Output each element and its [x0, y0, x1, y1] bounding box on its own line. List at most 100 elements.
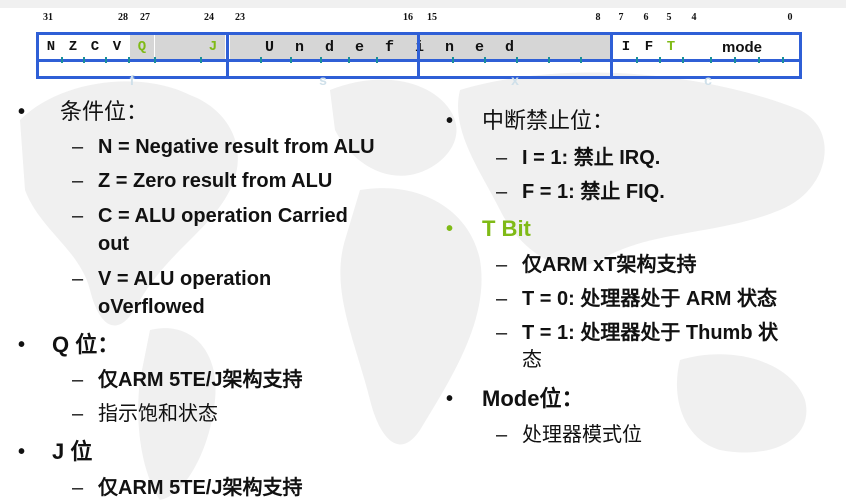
bullet-title: 条件位：	[60, 99, 149, 124]
bit-tick	[320, 57, 322, 63]
dash: –	[72, 403, 84, 425]
bit-number-6: 6	[643, 12, 649, 23]
bit-tick	[200, 57, 202, 63]
bit-number-27: 27	[140, 12, 150, 23]
bit-number-28: 28	[118, 12, 128, 23]
bit-number-31: 31	[43, 12, 53, 23]
bit-tick	[659, 57, 661, 63]
reserved-cell-q-j	[155, 32, 201, 62]
sub-item-text: oVerflowed	[98, 296, 205, 318]
bullet-dot: •	[446, 110, 454, 132]
dash: –	[496, 254, 508, 276]
bit-q-cell: Q	[130, 32, 154, 62]
bit-tick	[710, 57, 712, 63]
bit-tick	[290, 57, 292, 63]
bit-tick	[154, 57, 156, 63]
sub-item-text: C = ALU operation Carried	[98, 205, 348, 227]
bit-number-15: 15	[427, 12, 437, 23]
bit-tick	[260, 57, 262, 63]
sub-item-text: F = 1: 禁止 FIQ.	[522, 181, 665, 203]
bullet-dot: •	[446, 218, 454, 240]
bit-number-8: 8	[595, 12, 601, 23]
bit-tick	[128, 57, 130, 63]
bit-n-cell: N	[46, 39, 56, 55]
bullet-title: 中断禁止位：	[482, 108, 615, 133]
sub-item-text: 态	[522, 349, 542, 371]
bit-number-5: 5	[666, 12, 672, 23]
sub-item-text: Z = Zero result from ALU	[98, 170, 333, 192]
sub-item-text: out	[98, 233, 130, 255]
undefined-field-cell: U n d e f i n e d	[230, 32, 610, 62]
dash: –	[72, 477, 84, 499]
bit-tick	[516, 57, 518, 63]
bullet-title: T Bit	[482, 216, 531, 241]
sub-item-text: 仅ARM 5TE/J架构支持	[98, 369, 303, 391]
bit-tick	[105, 57, 107, 63]
bullet-title: Mode位：	[482, 386, 584, 411]
bit-i-cell: I	[621, 39, 631, 55]
field-bar-s	[226, 76, 420, 79]
bit-t-cell: T	[666, 39, 676, 55]
sub-item-text: T = 0: 处理器处于 ARM 状态	[522, 288, 778, 310]
bit-j-cell: J	[201, 32, 225, 62]
field-bar-x	[417, 76, 613, 79]
bullet-dot: •	[446, 388, 454, 410]
field-bar-f	[36, 76, 229, 79]
bit-f-cell: F	[644, 39, 654, 55]
bit-z-cell: Z	[68, 39, 78, 55]
sub-item-text: 指示饱和状态	[98, 403, 218, 425]
dash: –	[72, 136, 84, 158]
bit-tick	[61, 57, 63, 63]
dash: –	[496, 424, 508, 446]
sub-item-text: I = 1: 禁止 IRQ.	[522, 147, 661, 169]
bit-tick	[636, 57, 638, 63]
bit-tick	[452, 57, 454, 63]
bit-tick	[580, 57, 582, 63]
bit-tick	[734, 57, 736, 63]
field-label-f: f	[129, 72, 135, 88]
field-divider-s-x	[417, 32, 420, 79]
dash: –	[72, 369, 84, 391]
dash: –	[496, 147, 508, 169]
field-divider-x-c	[610, 32, 613, 79]
sub-item-text: 仅ARM 5TE/J架构支持	[98, 477, 303, 499]
bit-number-24: 24	[204, 12, 214, 23]
bit-v-cell: V	[112, 39, 122, 55]
bit-c-cell: C	[90, 39, 100, 55]
bit-number-0: 0	[787, 12, 793, 23]
sub-item-text: T = 1: 处理器处于 Thumb 状	[522, 322, 779, 344]
sub-item-text: 仅ARM xT架构支持	[522, 254, 697, 276]
sub-item-text: V = ALU operation	[98, 268, 272, 290]
bit-tick	[682, 57, 684, 63]
dash: –	[496, 181, 508, 203]
field-label-x: x	[511, 72, 519, 88]
bit-number-16: 16	[403, 12, 413, 23]
field-label-s: s	[319, 72, 327, 88]
dash: –	[72, 170, 84, 192]
bullet-dot: •	[18, 441, 26, 463]
bit-tick	[376, 57, 378, 63]
mode-field-cell: mode	[721, 38, 762, 56]
field-edge-right	[799, 62, 802, 79]
bit-number-4: 4	[691, 12, 697, 23]
field-divider-f-s	[226, 32, 229, 79]
bit-number-23: 23	[235, 12, 245, 23]
bullet-dot: •	[18, 101, 26, 123]
bit-tick	[548, 57, 550, 63]
bullet-title: Q 位：	[52, 332, 120, 357]
bit-tick	[348, 57, 350, 63]
dash: –	[72, 205, 84, 227]
bit-tick	[484, 57, 486, 63]
bullet-title: J 位	[52, 439, 93, 464]
bullet-dot: •	[18, 334, 26, 356]
dash: –	[72, 268, 84, 290]
dash: –	[496, 288, 508, 310]
bit-tick	[83, 57, 85, 63]
bit-tick	[782, 57, 784, 63]
field-bar-c	[610, 76, 802, 79]
field-edge-left	[36, 62, 39, 79]
bit-number-7: 7	[618, 12, 624, 23]
sub-item-text: N = Negative result from ALU	[98, 136, 375, 158]
sub-item-text: 处理器模式位	[522, 424, 642, 446]
